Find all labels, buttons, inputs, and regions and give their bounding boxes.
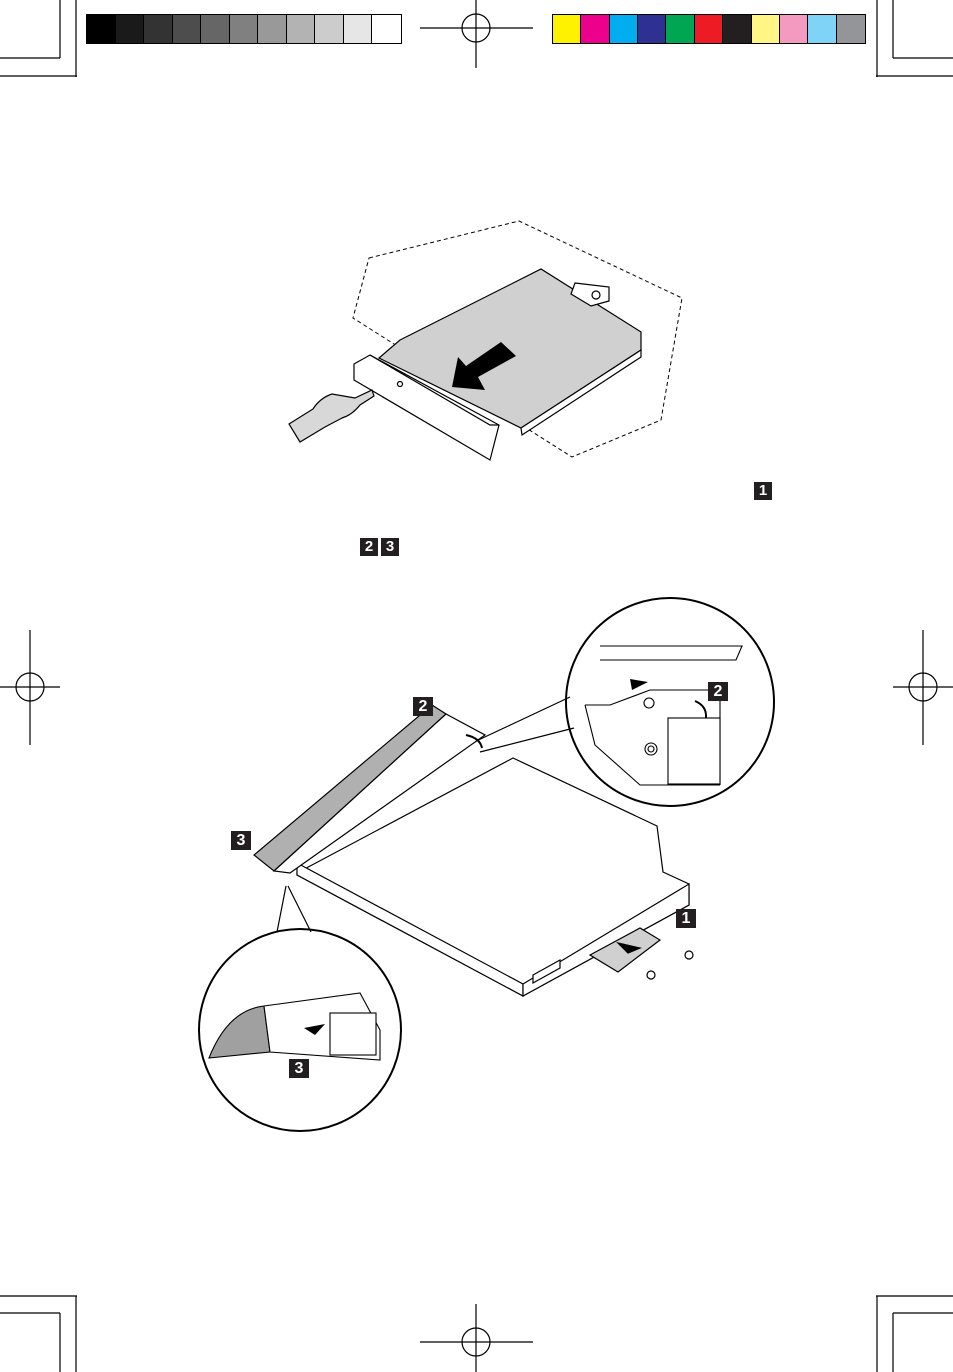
callout-3-main: 3 bbox=[231, 831, 251, 850]
callout-2-main: 2 bbox=[413, 697, 433, 716]
screw-2-icon bbox=[647, 971, 655, 979]
screw-1-icon bbox=[685, 951, 693, 959]
callout-3-zoom: 3 bbox=[289, 1059, 309, 1078]
callout-2-zoom: 2 bbox=[708, 682, 728, 701]
callout-1-main: 1 bbox=[676, 909, 696, 928]
zoom-detail-bottom bbox=[199, 886, 401, 1131]
